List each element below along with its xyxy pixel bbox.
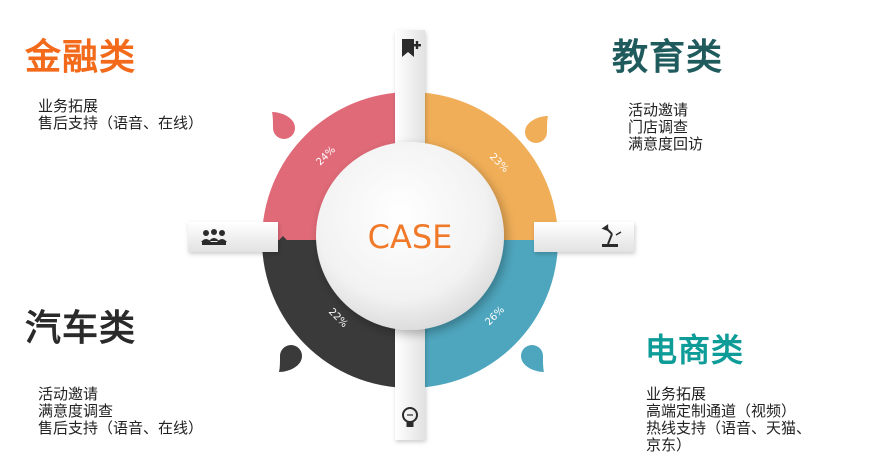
center-label: CASE bbox=[368, 218, 453, 256]
education-item: 活动邀请 bbox=[628, 101, 689, 119]
finance-item: 售后支持（语音、在线） bbox=[38, 114, 204, 132]
ecommerce-droplet bbox=[521, 345, 544, 372]
ecommerce-item: 高端定制通道（视频） bbox=[646, 402, 797, 420]
education-title: 教育类 bbox=[612, 37, 724, 78]
ecommerce-ring-segment bbox=[410, 240, 558, 388]
ecommerce-title: 电商类 bbox=[645, 331, 745, 369]
ecommerce-item: 业务拓展 bbox=[646, 385, 707, 403]
team-meeting-icon bbox=[201, 229, 227, 245]
desk-lamp-icon bbox=[601, 224, 622, 247]
ecommerce-description: 业务拓展 高端定制通道（视频） 热线支持（语音、天猫、 京东） bbox=[646, 386, 811, 454]
ecommerce-item: 热线支持（语音、天猫、 bbox=[646, 419, 812, 437]
horizontal-bar-left bbox=[188, 222, 278, 252]
auto-droplet bbox=[279, 345, 302, 372]
bookmark-plus-icon bbox=[402, 39, 421, 57]
education-description: 活动邀请 门店调查 满意度回访 bbox=[628, 102, 703, 153]
auto-item: 活动邀请 bbox=[38, 385, 99, 403]
education-droplet bbox=[525, 116, 548, 143]
education-item: 满意度回访 bbox=[628, 135, 704, 153]
ecommerce-item: 京东） bbox=[646, 436, 692, 454]
finance-ring-segment bbox=[262, 92, 410, 240]
auto-item: 满意度调查 bbox=[38, 402, 114, 420]
auto-title: 汽车类 bbox=[25, 308, 137, 349]
education-ring-segment bbox=[410, 92, 558, 240]
auto-ring-segment bbox=[262, 240, 410, 388]
auto-item: 售后支持（语音、在线） bbox=[38, 419, 204, 437]
finance-description: 业务拓展 售后支持（语音、在线） bbox=[38, 98, 203, 132]
finance-item: 业务拓展 bbox=[38, 97, 99, 115]
center-circle bbox=[316, 142, 504, 330]
finance-droplet bbox=[272, 112, 295, 139]
finance-title: 金融类 bbox=[25, 37, 137, 78]
horizontal-bar-right bbox=[534, 222, 634, 252]
lightbulb-icon bbox=[402, 407, 418, 427]
education-item: 门店调查 bbox=[628, 118, 689, 136]
vertical-bar-bottom bbox=[395, 320, 425, 440]
auto-description: 活动邀请 满意度调查 售后支持（语音、在线） bbox=[38, 386, 203, 437]
